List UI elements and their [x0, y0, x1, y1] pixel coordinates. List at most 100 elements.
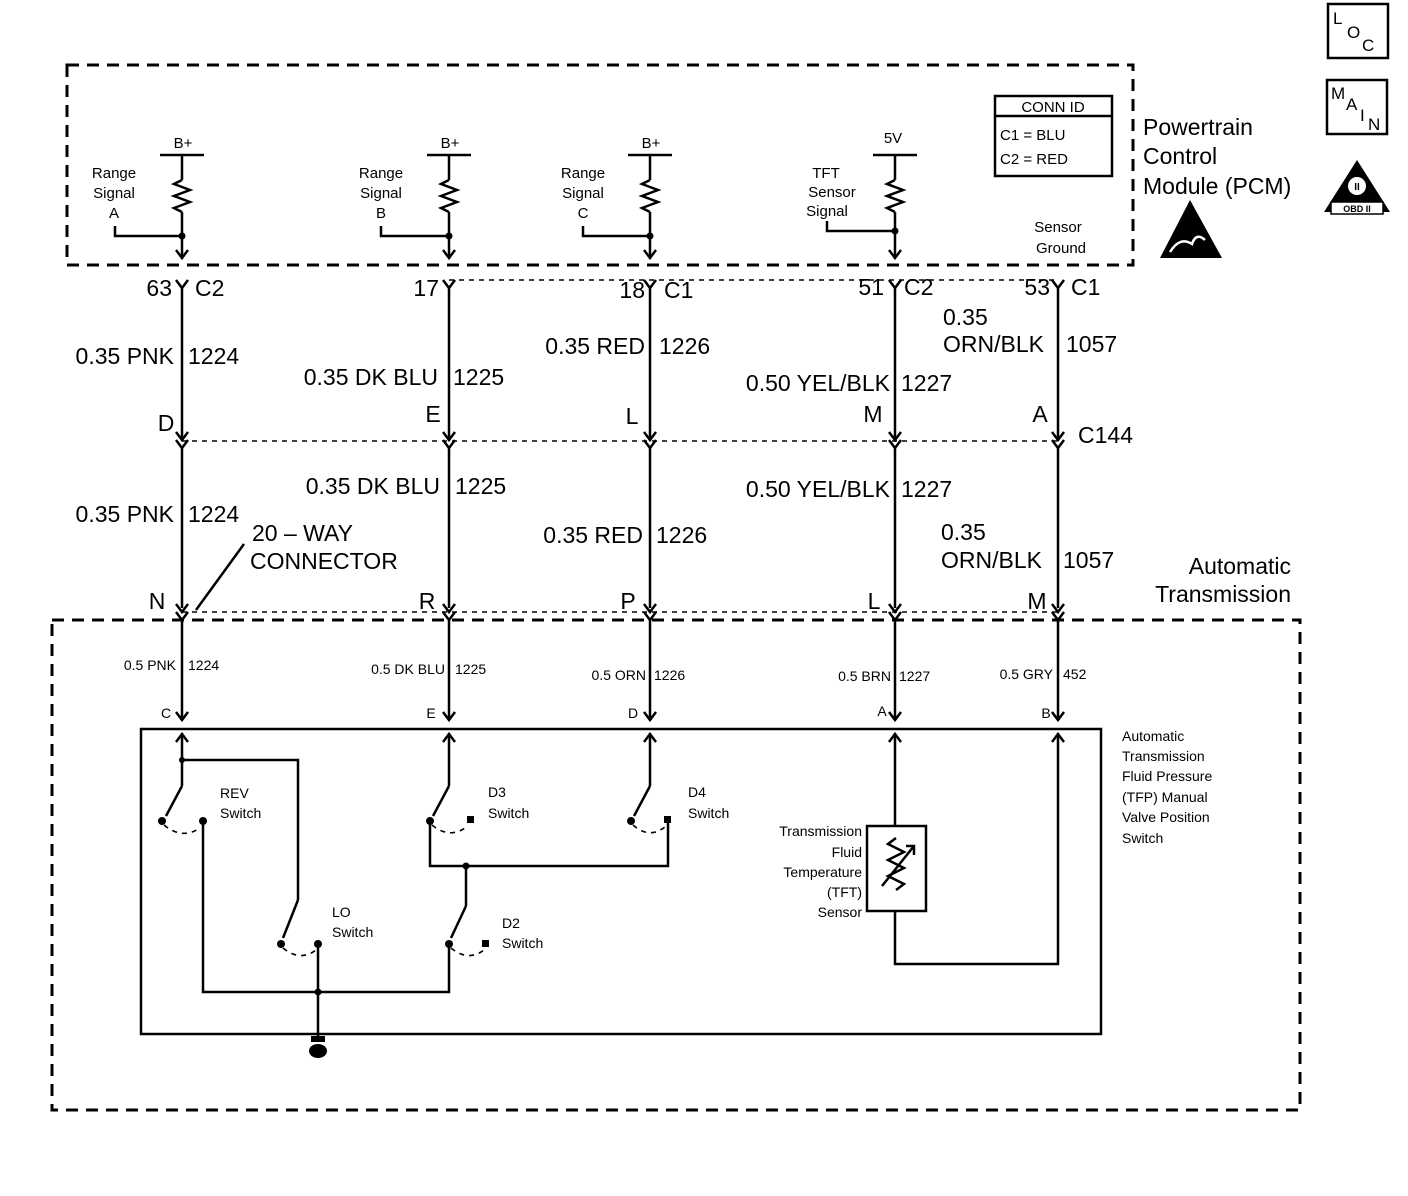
range-c-supply: B+ — [642, 135, 661, 152]
tft-label-3: Temperature — [783, 864, 862, 880]
range-a-label-3: A — [109, 205, 119, 222]
sensor-ground-line-1: Sensor — [1034, 219, 1082, 236]
range-b-label-3: B — [376, 205, 386, 222]
tfp-label-2: Transmission — [1122, 748, 1205, 764]
c144-pin-e: E — [425, 401, 440, 427]
d2-switch-label-2: Switch — [502, 935, 543, 951]
pcm-pin-17: 17 — [413, 275, 439, 301]
twenty-way-connector: N R P L M 20 – WAY CONNECTOR — [149, 520, 1065, 623]
pcm-pin-53: 53 — [1024, 274, 1050, 300]
upper-wire-1057-circuit: 1057 — [1066, 331, 1117, 357]
upper-wire-1225-circuit: 1225 — [453, 364, 504, 390]
tft-supply: 5V — [884, 130, 902, 147]
upper-wire-runs — [180, 288, 1060, 440]
d4-switch-label-1: D4 — [688, 784, 706, 800]
d3-switch-label-1: D3 — [488, 784, 506, 800]
main-icon[interactable]: M A I N — [1325, 78, 1389, 136]
switch-network: REV Switch D3 Switch D4 Switch LO Switch — [158, 731, 1065, 1040]
internal-wire-1224-color: 0.5 PNK — [124, 657, 177, 673]
obd-numeral: II — [1354, 182, 1360, 193]
internal-wire-1225-circuit: 1225 — [455, 661, 486, 677]
d3-switch-label-2: Switch — [488, 805, 529, 821]
twenty-way-pin-n: N — [149, 588, 166, 614]
pcm-title: Powertrain Control Module (PCM) — [1143, 114, 1291, 199]
lower-wire-1224-color: 0.35 PNK — [76, 501, 175, 527]
pcm-title-line-1: Powertrain — [1143, 114, 1253, 140]
range-a-supply: B+ — [174, 135, 193, 152]
transmission-title: Automatic Transmission — [1155, 553, 1291, 607]
sensor-ground-label: Sensor Ground — [1034, 219, 1086, 257]
internal-wire-1225-color: 0.5 DK BLU — [371, 661, 445, 677]
main-letter-a: A — [1346, 95, 1358, 114]
rev-switch-label-1: REV — [220, 785, 249, 801]
twenty-way-pin-r: R — [419, 588, 436, 614]
internal-wire-1226-circuit: 1226 — [654, 667, 685, 683]
c144-pin-d: D — [158, 410, 175, 436]
tfp-pin-d: D — [628, 705, 638, 721]
lower-wire-runs — [180, 448, 1060, 608]
conn-id-table: CONN ID C1 = BLU C2 = RED — [993, 94, 1114, 178]
pcm-title-line-3: Module (PCM) — [1143, 173, 1291, 199]
tft-signal-label-3: Signal — [806, 203, 848, 220]
tfp-switch-label: Automatic Transmission Fluid Pressure (T… — [1122, 728, 1212, 846]
tfp-pin-b: B — [1041, 705, 1050, 721]
upper-wire-1224-color: 0.35 PNK — [76, 343, 175, 369]
tfp-switch-box — [139, 727, 1103, 1036]
lower-wire-1225-circuit: 1225 — [455, 473, 506, 499]
tft-signal-label-2: Sensor — [808, 184, 856, 201]
lower-wire-1226-color: 0.35 RED — [543, 522, 643, 548]
sensor-ground-line-2: Ground — [1036, 240, 1086, 257]
range-c-label-3: C — [578, 205, 589, 222]
twenty-way-pin-m: M — [1027, 588, 1046, 614]
lower-wire-labels: 0.35 PNK 1224 0.35 DK BLU 1225 0.35 RED … — [76, 473, 1115, 573]
c144-pin-l: L — [626, 403, 639, 429]
internal-wire-1224-circuit: 1224 — [188, 657, 219, 673]
lo-switch-label-1: LO — [332, 904, 351, 920]
internal-wire-452-circuit: 452 — [1063, 666, 1087, 682]
transmission-title-line-2: Transmission — [1155, 581, 1291, 607]
tfp-switch-pin-labels: C E D A B — [161, 703, 1051, 721]
pcm-pin-51: 51 — [858, 274, 884, 300]
twenty-way-pin-p: P — [620, 588, 635, 614]
c144-label: C144 — [1078, 422, 1133, 448]
tfp-pin-c: C — [161, 705, 171, 721]
rev-switch-label-2: Switch — [220, 805, 261, 821]
pcm-pin-63-conn: C2 — [195, 275, 224, 301]
tfp-label-5: Valve Position — [1122, 809, 1210, 825]
pcm-box — [65, 63, 1135, 267]
lower-wire-1226-circuit: 1226 — [656, 522, 707, 548]
range-a-label-2: Signal — [93, 185, 135, 202]
pcm-pin-51-conn: C2 — [904, 274, 933, 300]
range-signal-a-circuit: B+ Range Signal A — [92, 135, 204, 261]
upper-wire-1227-circuit: 1227 — [901, 370, 952, 396]
upper-wire-1224-circuit: 1224 — [188, 343, 239, 369]
upper-wire-labels: 0.35 PNK 1224 0.35 DK BLU 1225 0.35 RED … — [76, 304, 1118, 396]
upper-wire-1226-color: 0.35 RED — [545, 333, 645, 359]
d2-switch-label-1: D2 — [502, 915, 520, 931]
loc-letter-c: C — [1362, 36, 1374, 55]
tft-label-5: Sensor — [818, 904, 863, 920]
upper-wire-1227-color: 0.50 YEL/BLK — [746, 370, 891, 396]
conn-id-header: CONN ID — [1021, 99, 1085, 116]
loc-letter-o: O — [1347, 23, 1360, 42]
obd-ii-icon[interactable]: II OBD II — [1324, 160, 1390, 215]
range-b-label-2: Signal — [360, 185, 402, 202]
ground-icon — [309, 1036, 327, 1058]
internal-wire-1227-circuit: 1227 — [899, 668, 930, 684]
twenty-way-pin-l: L — [868, 588, 881, 614]
internal-wire-1227-color: 0.5 BRN — [838, 668, 891, 684]
tft-signal-label-1: TFT — [812, 165, 840, 182]
lo-switch-label-2: Switch — [332, 924, 373, 940]
range-signal-c-circuit: B+ Range Signal C — [561, 135, 672, 261]
tft-sensor-signal-circuit: 5V TFT Sensor Signal — [806, 130, 917, 261]
loc-icon[interactable]: L O C — [1326, 2, 1390, 60]
pcm-pin-53-conn: C1 — [1071, 274, 1100, 300]
tft-label-1: Transmission — [779, 823, 862, 839]
internal-wire-452-color: 0.5 GRY — [1000, 666, 1054, 682]
tfp-pin-a: A — [877, 703, 887, 719]
esd-warning-icon — [1160, 200, 1222, 258]
tft-label-2: Fluid — [832, 844, 862, 860]
range-c-label-1: Range — [561, 165, 605, 182]
